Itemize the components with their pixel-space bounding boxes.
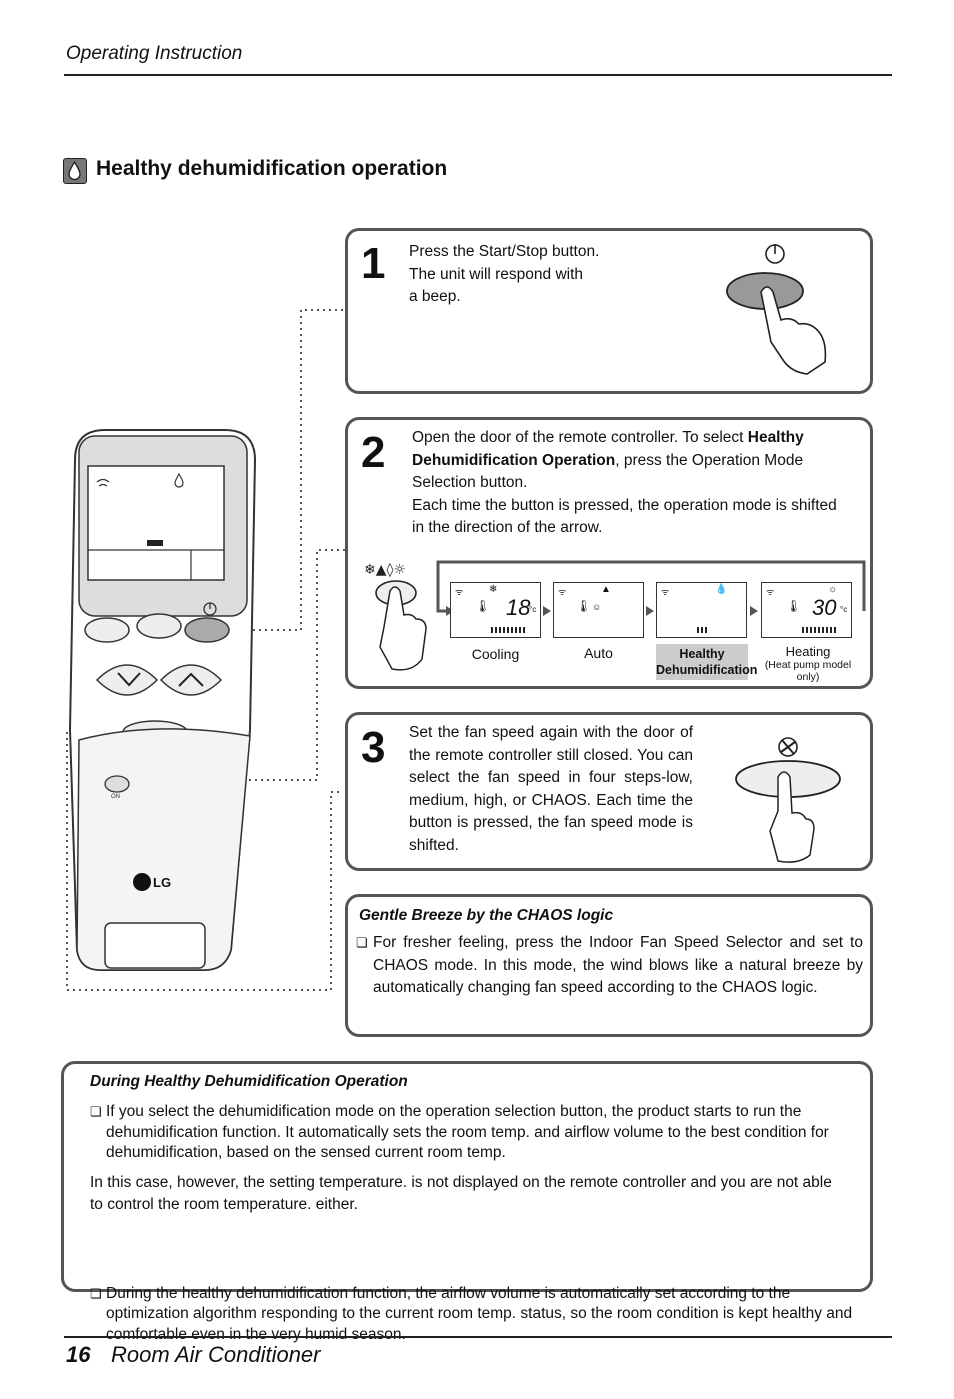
thermometer-icon: 🌡 bbox=[576, 599, 592, 613]
snowflake-icon: ❄ bbox=[489, 584, 498, 595]
page-number: 16 bbox=[66, 1342, 91, 1367]
svg-text:❄▲◊☼: ❄▲◊☼ bbox=[364, 562, 406, 578]
start-stop-button-illustration bbox=[726, 244, 827, 375]
lcd-dehumidification: ᯤ 💧 bbox=[656, 582, 747, 638]
mode-button-illustration: ❄▲◊☼ bbox=[364, 562, 427, 671]
fan-bar bbox=[697, 627, 709, 633]
step-3-box: 3 Set the fan speed again with the door … bbox=[345, 712, 873, 871]
step-2-text: Open the door of the remote controller. … bbox=[412, 429, 837, 536]
remote-illustration: LG ON bbox=[66, 309, 345, 991]
water-drop-icon bbox=[63, 158, 87, 184]
chaos-title: Gentle Breeze by the CHAOS logic bbox=[359, 907, 614, 924]
mode-label-cooling: Cooling bbox=[471, 646, 520, 662]
wifi-icon: ᯤ bbox=[455, 587, 464, 597]
wifi-icon: ᯤ bbox=[558, 587, 567, 597]
remote-brand-label: LG bbox=[153, 875, 171, 890]
step-3-text: Set the fan speed again with the door of… bbox=[409, 724, 693, 854]
step-number: 1 bbox=[361, 239, 386, 288]
lcd-heating: ᯤ ☼ 🌡 30 °c bbox=[761, 582, 852, 638]
during-paragraph: In this case, however, the setting tempe… bbox=[90, 1174, 832, 1213]
footer-title: Room Air Conditioner bbox=[111, 1342, 321, 1367]
lcd-cooling: ᯤ ❄ 🌡 18 °c bbox=[450, 582, 541, 638]
sun-icon: ☼ bbox=[828, 584, 838, 595]
step-number: 3 bbox=[361, 723, 386, 772]
chaos-box: Gentle Breeze by the CHAOS logic For fre… bbox=[345, 894, 873, 1037]
thermometer-icon: 🌡 bbox=[786, 599, 802, 613]
during-bullet-2: During the healthy dehumidification func… bbox=[90, 1284, 858, 1346]
footer-rule bbox=[64, 1336, 892, 1338]
mode-label-heating: Heating (Heat pump model only) bbox=[764, 644, 852, 683]
mode-label-auto: Auto bbox=[584, 645, 613, 661]
mode-cycle-arrow bbox=[436, 560, 866, 616]
mode-label-dehumidification: Healthy Dehumidification bbox=[656, 644, 757, 680]
during-box: During Healthy Dehumidification Operatio… bbox=[61, 1061, 873, 1343]
thermometer-icon: 🌡 bbox=[475, 599, 491, 613]
lcd-unit: °c bbox=[840, 605, 848, 614]
step-1-text: Press the Start/Stop button. The unit wi… bbox=[409, 243, 600, 305]
auto-mode-icon: ▲ bbox=[601, 584, 611, 595]
step-2-box: 2 Open the door of the remote controller… bbox=[345, 417, 873, 689]
lcd-unit: °c bbox=[529, 605, 537, 614]
remote-door-label: ON bbox=[111, 794, 120, 800]
lcd-temp: 18 bbox=[506, 595, 531, 620]
during-title: During Healthy Dehumidification Operatio… bbox=[90, 1073, 408, 1090]
section-title: Healthy dehumidification operation bbox=[96, 157, 448, 180]
during-bullet-1: If you select the dehumidification mode … bbox=[90, 1102, 858, 1164]
lcd-auto: ᯤ ▲ 🌡 ☺ bbox=[553, 582, 644, 638]
fan-bar bbox=[802, 627, 836, 633]
step-number: 2 bbox=[361, 428, 386, 477]
wifi-icon: ᯤ bbox=[766, 587, 775, 597]
wifi-icon: ᯤ bbox=[661, 587, 670, 597]
fan-bar bbox=[491, 627, 525, 633]
header-rule bbox=[64, 74, 892, 76]
header-section-title: Operating Instruction bbox=[66, 43, 243, 64]
lcd-temp: 30 bbox=[812, 595, 837, 620]
step-1-box: 1 Press the Start/Stop button. The unit … bbox=[345, 228, 873, 394]
fan-speed-button-illustration bbox=[735, 737, 841, 863]
chaos-text: For fresher feeling, press the Indoor Fa… bbox=[356, 932, 863, 1000]
smile-icon: ☺ bbox=[592, 602, 602, 612]
water-drop-icon: 💧 bbox=[715, 584, 728, 595]
